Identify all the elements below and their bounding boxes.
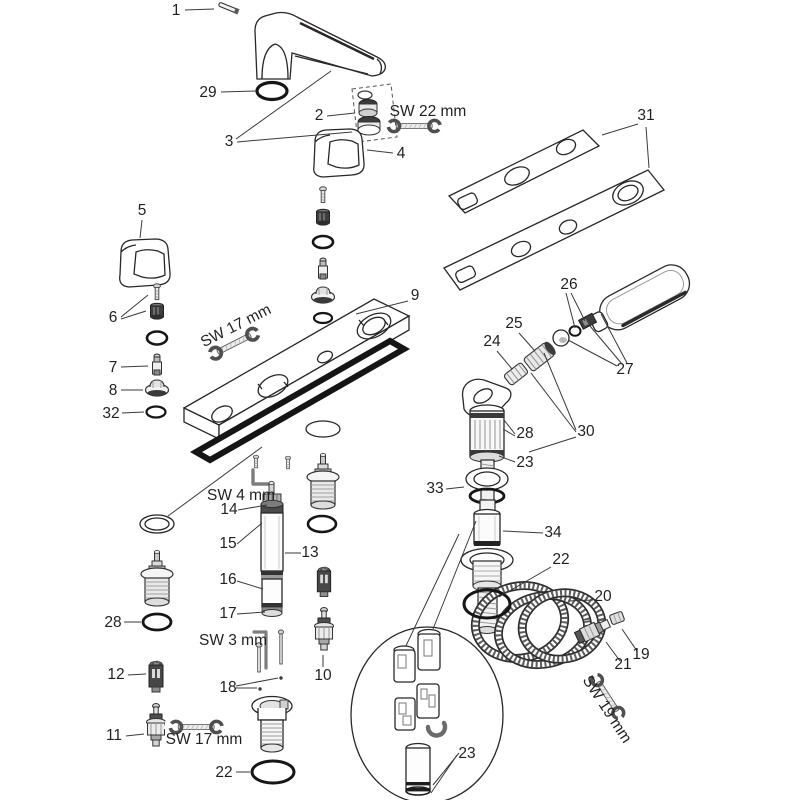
part-label-21: 21 bbox=[614, 656, 631, 673]
part-label-18: 18 bbox=[219, 679, 236, 696]
part-label-13: 13 bbox=[301, 544, 318, 561]
hand-shower-head-drawing bbox=[589, 264, 691, 333]
sleeve-34-drawing bbox=[473, 499, 501, 546]
o-ring-29 bbox=[255, 80, 289, 102]
part-label-23-right: 23 bbox=[516, 454, 533, 471]
base-gasket-drawing bbox=[189, 337, 411, 464]
handle-4-drawing bbox=[313, 128, 365, 178]
spout-drawing bbox=[254, 11, 386, 80]
cartridge-13-drawing bbox=[260, 480, 284, 617]
part-label-29: 29 bbox=[199, 84, 216, 101]
valve-stem-right-column bbox=[318, 257, 328, 280]
valve-stem-7 bbox=[152, 353, 162, 376]
part-label-15: 15 bbox=[219, 535, 236, 552]
pin-part-drawing bbox=[218, 2, 240, 15]
part-label-24: 24 bbox=[483, 333, 501, 350]
part-label-28-right: 28 bbox=[516, 425, 533, 442]
part-label-5: 5 bbox=[138, 202, 147, 219]
tool-label-sw4: SW 4 mm bbox=[207, 487, 275, 504]
nut-19-drawing bbox=[609, 611, 625, 625]
part-label-32: 32 bbox=[102, 405, 119, 422]
shower-hose-20-drawing bbox=[470, 581, 607, 670]
leader-lines bbox=[120, 8, 650, 794]
part-label-23-inset: 23 bbox=[458, 745, 475, 762]
part-label-7: 7 bbox=[109, 359, 118, 376]
o-ring-left-column bbox=[145, 330, 169, 346]
nut-6b bbox=[150, 302, 164, 321]
o-ring-22-right bbox=[462, 588, 512, 620]
insert-12-drawing bbox=[148, 660, 164, 693]
cartridge-right-column bbox=[306, 452, 340, 510]
screw-6a bbox=[153, 283, 161, 300]
cap-nut-right-column bbox=[310, 286, 336, 304]
inset-clip-parts-drawing bbox=[393, 628, 448, 796]
handle-5-drawing bbox=[119, 238, 171, 288]
o-ring-32 bbox=[145, 405, 167, 419]
aerator-stack-drawing bbox=[351, 83, 398, 143]
screw-right-column bbox=[319, 186, 327, 203]
part-label-34: 34 bbox=[544, 524, 562, 541]
allen-key-icon-sw3 bbox=[252, 630, 268, 670]
valve-11-drawing bbox=[146, 703, 166, 747]
tool-label-sw22: SW 22 mm bbox=[390, 103, 467, 120]
part-label-22-right: 22 bbox=[552, 551, 569, 568]
cartridge-left-column bbox=[140, 549, 174, 607]
inset-pointer-line-b bbox=[403, 533, 460, 651]
o-ring-28-left bbox=[141, 612, 173, 632]
part-label-9: 9 bbox=[411, 287, 420, 304]
deck-plate-9-drawing bbox=[182, 298, 411, 441]
o-ring-on-plate bbox=[312, 311, 334, 325]
part-label-33: 33 bbox=[426, 480, 443, 497]
tool-label-sw3: SW 3 mm bbox=[199, 632, 267, 649]
screw-sw4-a bbox=[252, 454, 260, 469]
part-label-6: 6 bbox=[109, 309, 118, 326]
part-label-11: 11 bbox=[106, 727, 122, 744]
open-end-wrench-icon-sw22 bbox=[379, 116, 449, 136]
part-label-1: 1 bbox=[172, 2, 181, 19]
shower-swivel-parts-drawing bbox=[552, 312, 598, 347]
part-label-26: 26 bbox=[560, 276, 577, 293]
inset-pointer-line-a bbox=[432, 520, 477, 630]
washer-left-inner bbox=[144, 517, 170, 531]
hose-connector-21-drawing bbox=[573, 618, 612, 645]
part-label-19: 19 bbox=[632, 646, 649, 663]
part-label-14: 14 bbox=[220, 501, 238, 518]
part-label-4: 4 bbox=[397, 145, 406, 162]
part-label-25: 25 bbox=[505, 315, 522, 332]
hose-nipple-24-drawing bbox=[503, 362, 529, 386]
cap-nut-8 bbox=[144, 379, 170, 397]
allen-key-icon-sw4 bbox=[251, 468, 271, 486]
part-label-28-left: 28 bbox=[104, 614, 121, 631]
o-ring-right-column bbox=[311, 234, 335, 250]
part-label-27: 27 bbox=[616, 361, 633, 378]
part-label-17: 17 bbox=[219, 605, 236, 622]
part-label-2: 2 bbox=[315, 107, 324, 124]
trim-plates-31-drawing bbox=[443, 129, 666, 291]
tool-label-sw17-lower: SW 17 mm bbox=[166, 731, 243, 748]
tool-label-sw19: SW 19 mm bbox=[579, 673, 635, 747]
part-label-16: 16 bbox=[219, 571, 236, 588]
shower-holder-body-drawing bbox=[469, 404, 505, 463]
long-screws-18-drawing bbox=[255, 629, 285, 673]
nut-right-column bbox=[316, 208, 330, 227]
part-label-3: 3 bbox=[225, 133, 234, 150]
threaded-flange-drawing bbox=[251, 695, 293, 753]
part-label-22-left: 22 bbox=[215, 764, 232, 781]
hose-cone-25-drawing bbox=[523, 341, 556, 372]
part-label-20: 20 bbox=[594, 588, 612, 605]
o-ring-under-cartridge bbox=[306, 514, 338, 534]
part-label-10: 10 bbox=[314, 667, 332, 684]
insert-above-valve-10 bbox=[316, 566, 332, 597]
washer-right-column bbox=[305, 420, 341, 438]
part-label-30: 30 bbox=[577, 423, 595, 440]
part-label-12: 12 bbox=[107, 666, 124, 683]
part-label-8: 8 bbox=[109, 382, 118, 399]
screw-sw4-b bbox=[284, 455, 292, 470]
valve-10-drawing bbox=[314, 607, 334, 651]
part-label-31: 31 bbox=[637, 107, 654, 124]
o-ring-22-left bbox=[250, 759, 296, 785]
